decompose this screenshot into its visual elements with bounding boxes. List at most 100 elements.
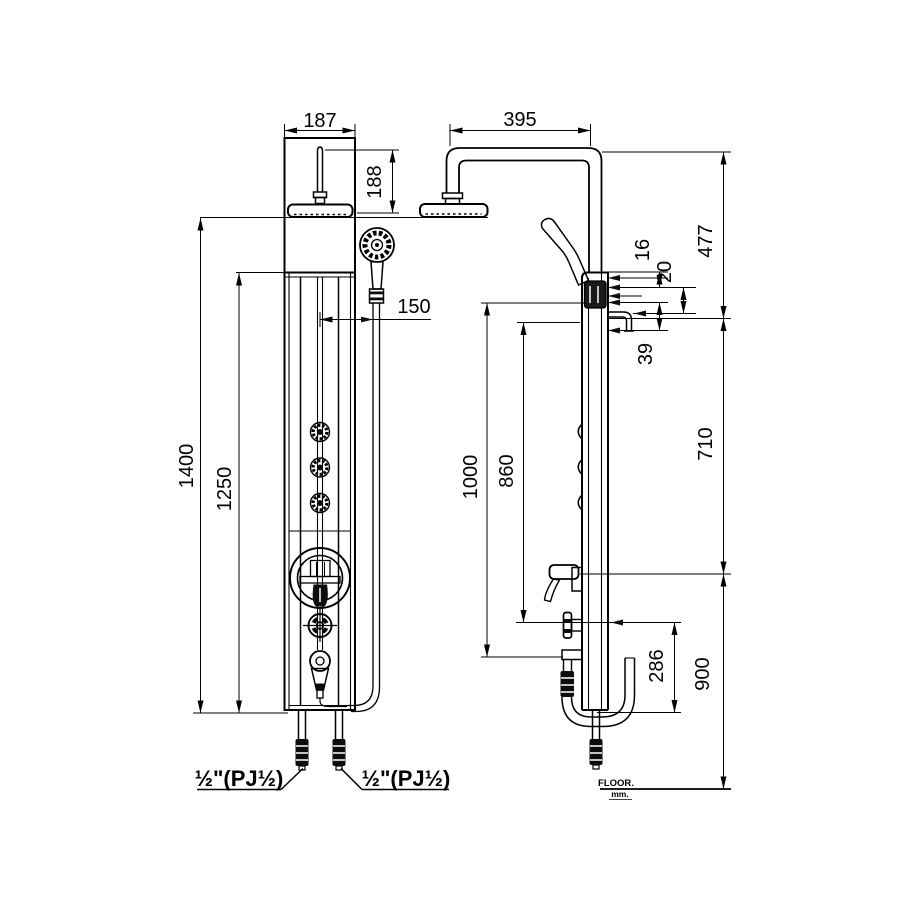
jet-ring [311,494,329,512]
jet-nozzle [317,500,323,506]
side-hand-shower-wand [540,217,590,286]
dim-text-arm-reach: 395 [503,109,536,131]
side-arm-collar-upper [441,192,464,200]
dim-text-panel-width: 187 [303,110,336,132]
side-water-inlet [589,710,603,770]
diverter-knob [303,609,337,642]
dim-text-port-spacing: 20 [654,261,676,283]
hand-shower-hub [370,238,384,252]
mixer-control [289,547,351,609]
water-inlet-left [295,710,309,771]
hose-outlet [309,650,347,708]
coupling-band [369,291,384,295]
gooseneck-outer [445,147,603,273]
hand-shower-center [375,243,379,247]
side-jet-bump-3 [577,494,583,511]
ref-arrow [608,284,620,291]
inlet-tip [335,765,343,771]
inlet-tip [592,764,600,770]
side-mixer-lever [548,564,580,580]
shower-arm-pipe [316,146,324,192]
side-view: FLOOR. mm. [419,147,731,800]
overhead-shower-head [287,203,354,218]
coupling-band [369,297,384,301]
arm-collar-upper [312,191,328,199]
dim-text-outlet-height: 1000 [460,455,482,500]
thread-ridges [590,745,602,761]
water-inlet-right [332,710,346,771]
inlet-size-label-left: ½"(PJ½) [195,766,284,791]
hose-coupling [368,288,385,304]
mixer-outer-ring [289,547,351,609]
diverter-hub [315,621,325,630]
dim-text-panel-height: 1250 [214,467,236,512]
diverter-band [563,619,572,623]
units-label: mm. [611,789,628,799]
hose-loop-inner [570,658,626,718]
side-overhead-head [419,203,489,218]
holder-highlights [589,286,599,303]
dim-150-arrow [361,316,373,323]
jet-rim [309,457,331,478]
dim-text-arm-rise: 188 [364,165,386,198]
side-outlet-bracket [561,649,583,661]
hand-shower-spray-ring [362,230,392,260]
ref-arrow [608,293,620,299]
side-diverter-cap [562,611,573,639]
jet-rim [309,492,331,514]
body-jet-1 [309,421,331,443]
hand-shower-holder [583,280,607,309]
mixer-crossbar [299,575,341,584]
dim-text-floor-clearance: 900 [692,657,714,690]
body-jet-2 [309,457,331,478]
thread-ridges [296,745,308,761]
jet-ring [311,423,329,441]
thread-ridges [561,677,574,693]
dim-text-mixer-height: 860 [496,454,518,487]
leader-diagonal-left [280,767,304,791]
ref-arrow [608,275,620,281]
dim-text-body-span: 710 [695,427,717,460]
outlet-nipple [316,689,324,699]
dim-text-supply-offset: 39 [635,343,657,365]
ref-arrow [608,327,620,334]
side-outlet-pipe [562,659,573,671]
outlet-hub [315,656,325,666]
side-lever-mount [571,566,583,592]
side-jet-bump-1 [577,423,583,440]
leader-diagonal-right [340,767,363,791]
outlet-hose-bend [319,698,347,708]
ref-arrow [608,299,620,306]
front-panel-body [283,271,356,711]
side-jet-bump-2 [577,458,583,476]
shower-hose-inner [347,303,374,707]
inlet-thread [589,739,603,765]
dimensions: 187 395 188 150 1400 1250 1000 860 16 20… [176,109,731,789]
thread-ridges [333,745,345,761]
body-jet-3 [309,492,331,514]
side-panel-front-face [581,271,608,710]
side-diverter-stem [570,618,583,632]
jet-nozzle [317,464,323,471]
shower-hose-outer [351,303,381,713]
gooseneck-inner [458,159,590,273]
hand-shower-neck [370,261,384,290]
mixer-handle-top [309,559,331,578]
outlet-nut [316,683,324,690]
supply-elbow-outer [608,311,633,331]
dim-text-head-drop: 477 [695,224,717,257]
side-outlet-thread [560,671,574,697]
floor-label: FLOOR. [598,778,634,789]
dim-text-hand-shower-offset: 150 [397,296,430,318]
dim-text-overall-height: 1400 [176,444,198,489]
inlet-size-label-right: ½"(PJ½) [362,766,451,791]
ref-arrow [611,619,623,626]
diverter-band [563,629,572,633]
diverter-lobes [311,616,329,635]
jet-ring [311,459,329,477]
front-view: ½"(PJ½) ½"(PJ½) [195,137,451,791]
dim-text-top-offset: 16 [632,239,654,261]
side-lever-blade [543,578,561,603]
